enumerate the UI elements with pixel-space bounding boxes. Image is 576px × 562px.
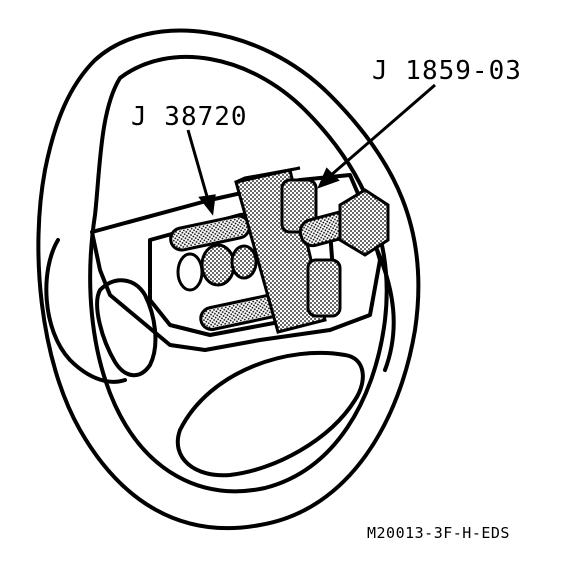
callout-arrow-a-line xyxy=(186,129,210,201)
rim-hump-left xyxy=(44,238,127,384)
puller-screw-bottom xyxy=(306,258,342,318)
forcing-screw-hex-head xyxy=(338,188,390,257)
figure-id: M20013-3F-H-EDS xyxy=(367,524,510,542)
lower-spoke-opening xyxy=(176,350,365,478)
rim-right-line xyxy=(373,243,396,372)
puller-bar-side xyxy=(235,166,301,184)
left-spoke-opening xyxy=(95,278,158,378)
callout-arrow-a-head xyxy=(198,194,216,216)
shaft-end xyxy=(230,244,258,280)
tool-label-j38720: J 38720 xyxy=(131,102,248,132)
hub-outline xyxy=(90,173,382,352)
callout-arrow-b-head xyxy=(317,167,340,189)
callout-arrow-b-line xyxy=(329,83,436,178)
shaft-nut xyxy=(200,243,236,287)
center-bore xyxy=(176,252,204,292)
steering-wheel-outer-rim xyxy=(36,28,421,531)
tool-label-j1859-03: J 1859-03 xyxy=(372,56,522,86)
